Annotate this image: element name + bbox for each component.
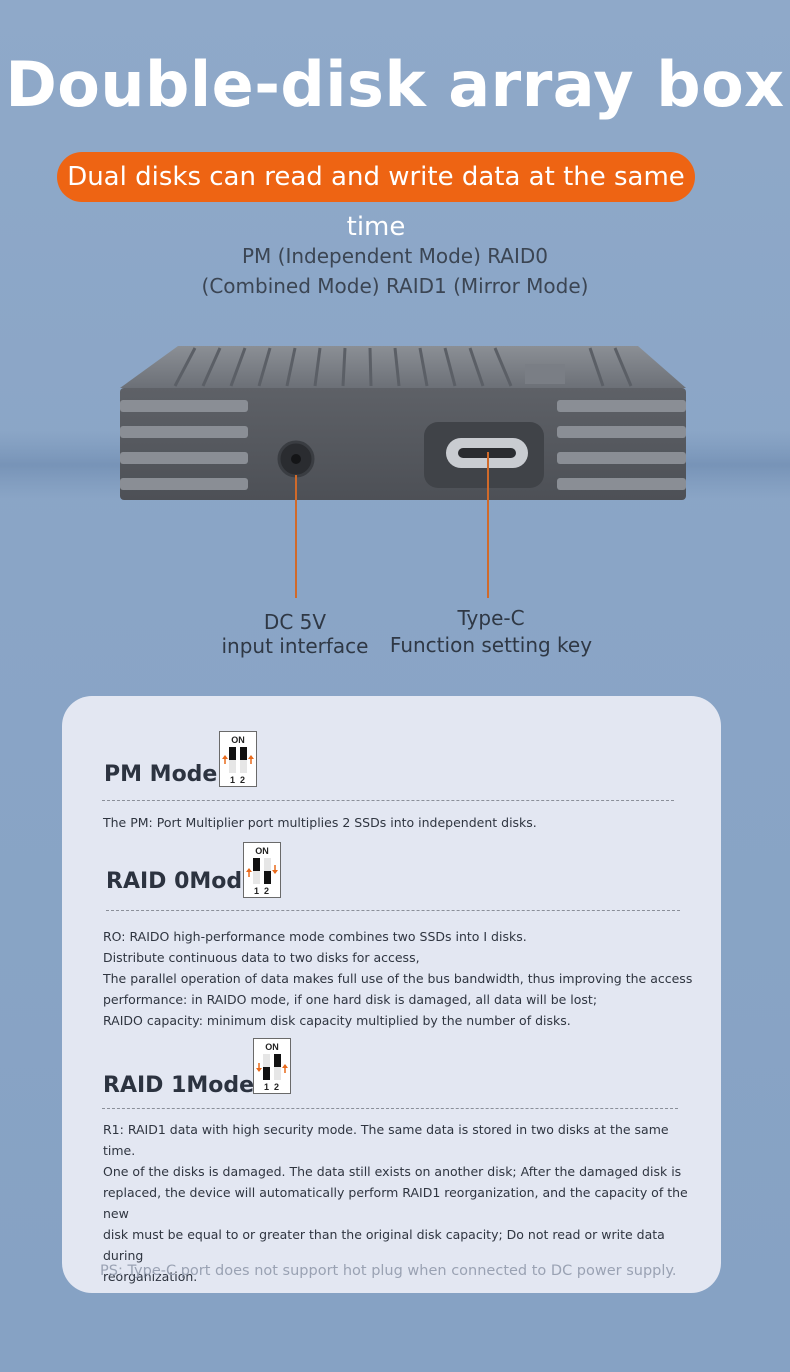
typec-label-line-1: Type-C [457, 606, 525, 630]
raid1-description: R1: RAID1 data with high security mode. … [103, 1119, 703, 1287]
pm-divider [102, 800, 674, 801]
raid0-switch-graphic [246, 858, 278, 884]
raid0-line-1: RO: RAIDO high-performance mode combines… [103, 929, 527, 944]
raid1-line-4: disk must be equal to or greater than th… [103, 1227, 665, 1263]
raid1-divider [102, 1108, 678, 1109]
mode-info-card: PM Mode ON 12 The PM: Port Multiplier po… [62, 696, 721, 1293]
raid0-description: RO: RAIDO high-performance mode combines… [103, 926, 703, 1031]
raid1-line-1: R1: RAID1 data with high security mode. … [103, 1122, 669, 1158]
raid1-line-5: reorganization. [103, 1269, 198, 1284]
pm-line-1: The PM: Port Multiplier port multiplies … [103, 815, 537, 830]
raid0-divider [106, 910, 680, 911]
ps-note: PS: Type-C port does not support hot plu… [100, 1263, 677, 1279]
raid1-line-3: replaced, the device will automatically … [103, 1185, 688, 1221]
raid0-dip-switch-icon: ON 12 [243, 842, 281, 898]
pm-switch-graphic [222, 747, 254, 773]
page-title: Double-disk array box [5, 48, 785, 121]
subtitle-banner: Dual disks can read and write data at th… [57, 152, 695, 242]
pm-mode-title: PM Mode [104, 762, 218, 787]
pm-dip-switch-icon: ON 12 [219, 731, 257, 787]
typec-label-line-2: Function setting key [389, 633, 593, 657]
raid0-line-4: performance: in RAIDO mode, if one hard … [103, 992, 598, 1007]
dc-label-line-1: DC 5V [263, 610, 327, 634]
dc-leader-line [295, 475, 297, 598]
modes-line-2: (Combined Mode) RAID1 (Mirror Mode) [201, 274, 589, 298]
raid0-line-5: RAIDO capacity: minimum disk capacity mu… [103, 1013, 571, 1028]
array-box-device-image [0, 346, 790, 500]
raid1-dip-switch-icon: ON 12 [253, 1038, 291, 1094]
typec-label: Type-C Function setting key [380, 606, 602, 657]
dc-label: DC 5V input interface [195, 610, 395, 658]
raid1-line-2: One of the disks is damaged. The data st… [103, 1164, 682, 1179]
dc-label-line-2: input interface [221, 634, 369, 658]
raid0-line-3: The parallel operation of data makes ful… [103, 971, 693, 986]
raid1-mode-title: RAID 1Mode [103, 1073, 255, 1098]
modes-line-1: PM (Independent Mode) RAID0 [241, 244, 549, 268]
raid1-switch-graphic [256, 1054, 288, 1080]
raid0-mode-title: RAID 0Mode [106, 869, 258, 894]
typec-leader-line [487, 452, 489, 598]
pm-description: The PM: Port Multiplier port multiplies … [103, 812, 703, 833]
raid0-line-2: Distribute continuous data to two disks … [103, 950, 420, 965]
